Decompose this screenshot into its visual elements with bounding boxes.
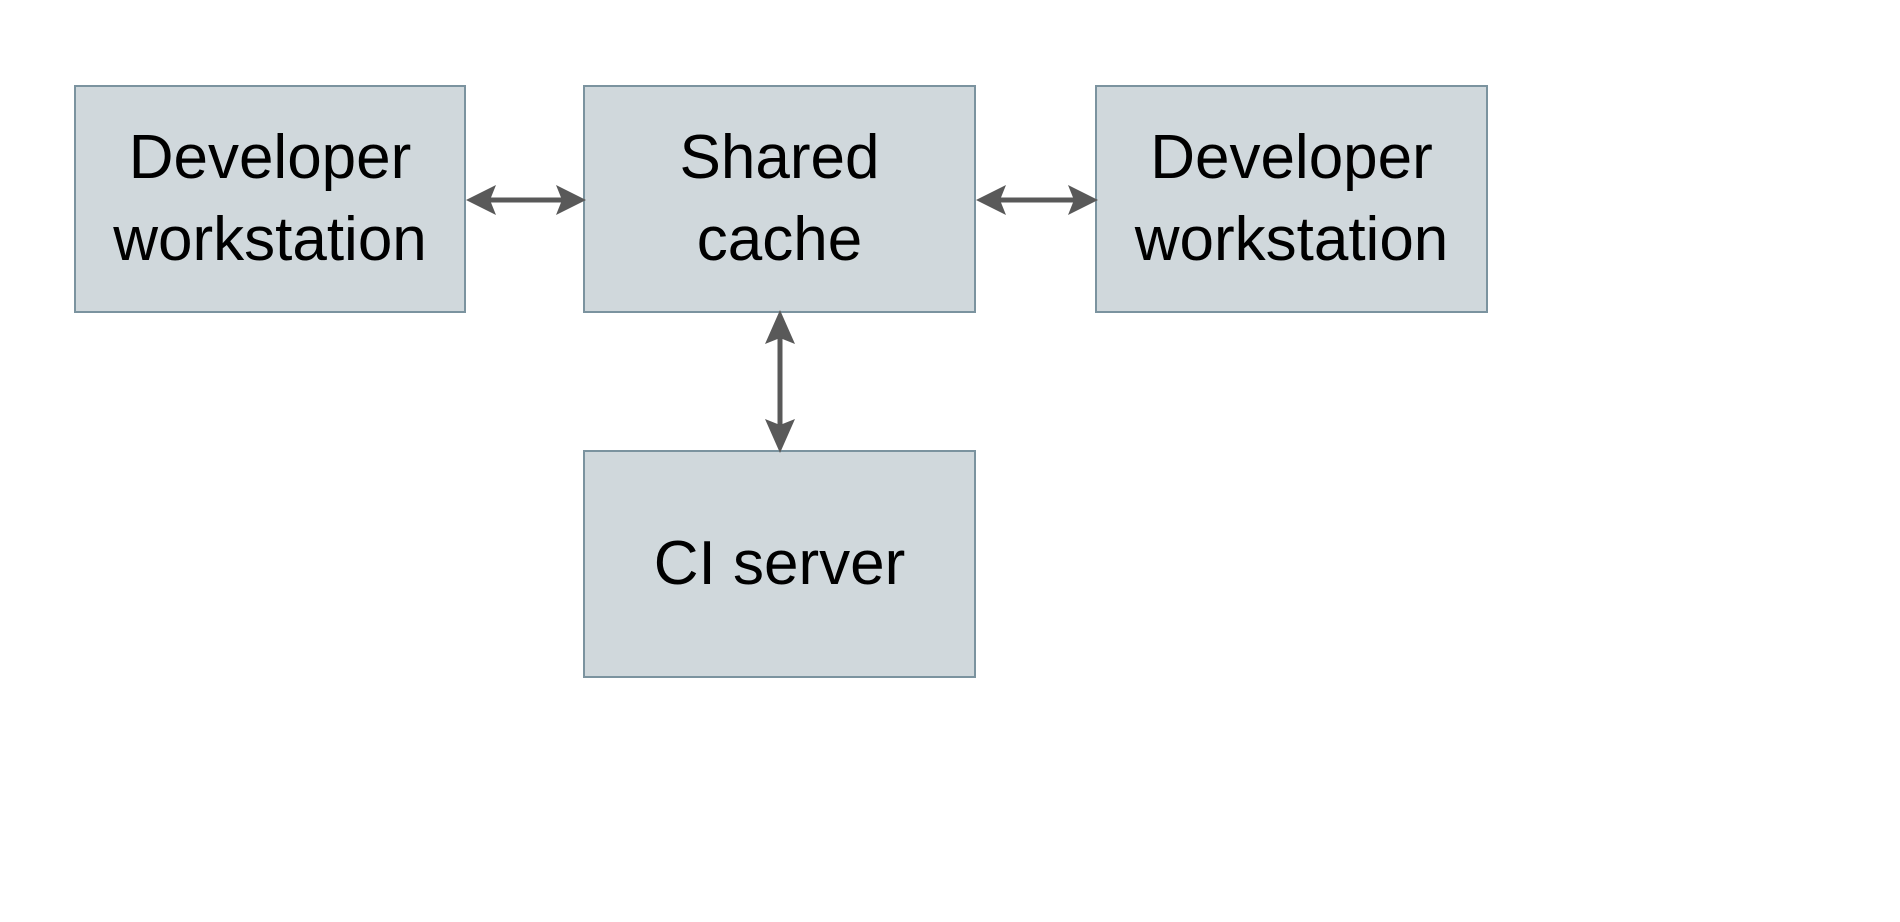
arrow-head-up-icon bbox=[765, 310, 795, 344]
node-shared-cache[interactable]: Shared cache bbox=[583, 85, 976, 313]
arrow-head-left-icon bbox=[976, 185, 1006, 215]
node-label: Developer workstation bbox=[1134, 123, 1449, 274]
connector-shared-cache-to-ci-server bbox=[765, 310, 795, 453]
node-label: CI server bbox=[653, 529, 906, 599]
node-developer-workstation-left[interactable]: Developer workstation bbox=[74, 85, 466, 313]
connector-shared-cache-to-dev-right bbox=[976, 185, 1098, 215]
arrow-head-left-icon bbox=[466, 185, 496, 215]
node-label: Shared cache bbox=[679, 123, 880, 274]
arrow-head-down-icon bbox=[765, 419, 795, 453]
node-ci-server[interactable]: CI server bbox=[583, 450, 976, 678]
node-label: Developer workstation bbox=[113, 123, 427, 274]
arrow-head-right-icon bbox=[1068, 185, 1098, 215]
node-developer-workstation-right[interactable]: Developer workstation bbox=[1095, 85, 1488, 313]
arrow-head-right-icon bbox=[556, 185, 586, 215]
connector-dev-left-to-shared-cache bbox=[466, 185, 586, 215]
